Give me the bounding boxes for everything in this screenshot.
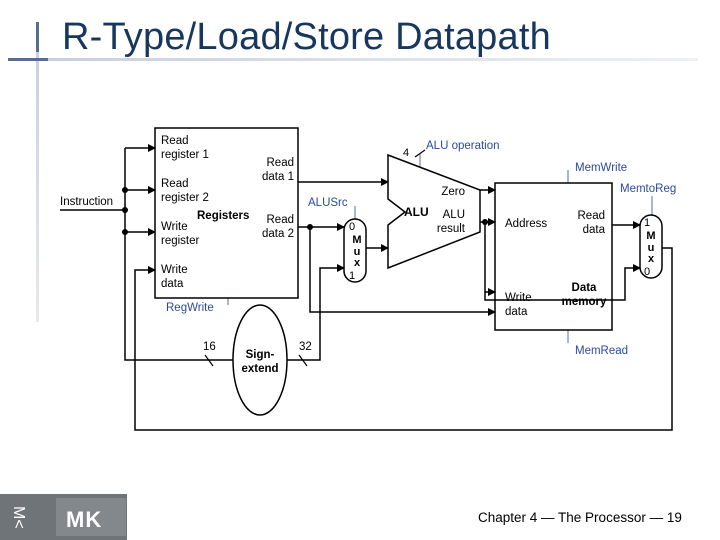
read-data-1-line2: data 1: [262, 171, 294, 183]
memory-read-data-line1: Read: [578, 210, 606, 222]
mux-left-input-1: 1: [349, 270, 355, 282]
registers-name: Registers: [197, 210, 249, 222]
memread-label: MemRead: [575, 345, 628, 357]
alu-name: ALU: [404, 205, 429, 219]
instruction-label: Instruction: [60, 196, 113, 208]
memory-write-data-line2: data: [505, 306, 528, 318]
bus-width-marks: [204, 149, 426, 367]
read-data-1-line1: Read: [267, 157, 295, 169]
page-title: R-Type/Load/Store Datapath: [62, 16, 551, 58]
read-data-2-line2: data 2: [262, 228, 294, 240]
memtoreg-mux-labels: 1 M u x 0: [644, 217, 656, 278]
memory-labels: Address Read data Write data Data memory: [505, 210, 607, 318]
read-register-2-line1: Read: [161, 178, 189, 190]
sign-extend-output-width: 32: [299, 341, 312, 353]
title-underline: [8, 58, 698, 61]
alu-zero-label: Zero: [441, 186, 465, 198]
mux-right-letter-m: M: [646, 230, 655, 242]
memwrite-label: MemWrite: [575, 162, 627, 174]
alusrc-label: ALUSrc: [308, 197, 348, 209]
mux-left-letter-u: u: [354, 246, 361, 258]
register-file: [154, 127, 299, 299]
logo-side-text: M<: [10, 506, 27, 529]
mux-left-letter-x: x: [354, 257, 361, 269]
regwrite-label: RegWrite: [166, 302, 214, 314]
alusrc-mux: [343, 218, 367, 283]
alu-shape: [387, 153, 481, 270]
memtoreg-mux: [639, 214, 663, 279]
mux-right-input-1: 1: [644, 217, 650, 229]
footer-chapter-label: Chapter 4 — The Processor — 19: [478, 510, 682, 525]
memory-address-label: Address: [505, 218, 547, 230]
write-data-line1: Write: [161, 264, 188, 276]
alu-operation-label: ALU operation: [426, 140, 500, 152]
sign-extend-line1: Sign-: [246, 349, 275, 361]
write-register-line1: Write: [161, 221, 188, 233]
data-memory: [494, 182, 613, 331]
memory-name-line1: Data: [572, 282, 598, 294]
read-register-1-line1: Read: [161, 135, 189, 147]
memory-name-line2: memory: [562, 296, 607, 308]
title-accent-bar: [36, 22, 39, 322]
mux-right-letter-u: u: [648, 242, 655, 254]
read-data-2-line1: Read: [267, 214, 295, 226]
memory-write-data-line1: Write: [505, 292, 532, 304]
read-register-1-line2: register 1: [161, 149, 209, 161]
mux-left-letter-m: M: [352, 234, 361, 246]
alu-result-line2: result: [437, 223, 466, 235]
logo-mk-text: MK: [66, 507, 102, 532]
alusrc-mux-labels: 0 M u x 1: [349, 221, 362, 282]
memory-read-data-line2: data: [583, 224, 606, 236]
alu-result-line1: ALU: [443, 209, 465, 221]
mux-left-input-0: 0: [349, 221, 355, 233]
write-register-line2: register: [161, 235, 200, 247]
write-data-line2: data: [161, 278, 184, 290]
mux-right-letter-x: x: [648, 253, 655, 265]
read-register-2-line2: register 2: [161, 192, 209, 204]
mux-right-input-0: 0: [644, 266, 650, 278]
alu-op-width: 4: [403, 147, 409, 159]
publisher-logo: MK M<: [0, 494, 127, 540]
wire-junctions: [122, 187, 488, 235]
sign-extend-input-width: 16: [203, 341, 216, 353]
sign-extend-line2: extend: [241, 363, 278, 375]
memtoreg-label: MemtoReg: [620, 183, 676, 195]
register-labels: Read register 1 Read register 2 Write re…: [161, 135, 294, 290]
